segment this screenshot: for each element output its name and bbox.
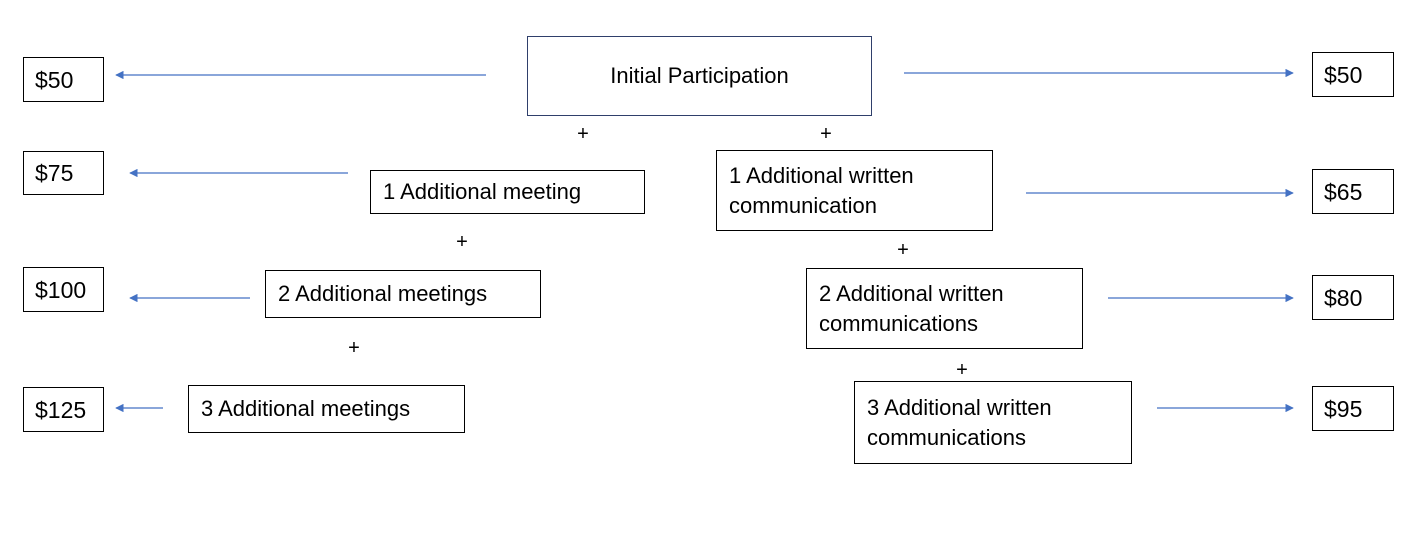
right-step-1-amount: $65 — [1324, 178, 1363, 205]
right-root-amount: $50 — [1324, 61, 1363, 88]
right-step-1-label: 1 Additional written communication — [729, 162, 914, 218]
right-step-2-amount-box: $80 — [1312, 275, 1394, 320]
left-step-1-amount-box: $75 — [23, 151, 104, 195]
plus-sign-left-3: + — [348, 337, 360, 359]
initial-participation-box: Initial Participation — [527, 36, 872, 116]
left-step-1-box: 1 Additional meeting — [370, 170, 645, 214]
left-step-2-label: 2 Additional meetings — [278, 281, 488, 306]
right-step-2-label: 2 Additional written communications — [819, 280, 1004, 336]
right-step-3-amount-box: $95 — [1312, 386, 1394, 431]
left-step-3-label: 3 Additional meetings — [201, 396, 411, 421]
plus-sign-right-3: + — [956, 359, 968, 381]
plus-sign-left-1: + — [577, 123, 589, 145]
left-step-2-amount: $100 — [35, 276, 87, 303]
right-step-2-amount: $80 — [1324, 284, 1363, 311]
right-step-3-label: 3 Additional written communications — [867, 394, 1052, 450]
right-step-3-amount: $95 — [1324, 395, 1363, 422]
plus-sign-right-2: + — [897, 239, 909, 261]
initial-participation-label: Initial Participation — [610, 63, 789, 88]
left-step-2-amount-box: $100 — [23, 267, 104, 312]
plus-sign-left-2: + — [456, 231, 468, 253]
right-step-2-box: 2 Additional written communications — [806, 268, 1083, 349]
left-step-2-box: 2 Additional meetings — [265, 270, 541, 318]
right-step-1-box: 1 Additional written communication — [716, 150, 993, 231]
left-step-1-label: 1 Additional meeting — [383, 179, 582, 204]
plus-sign-right-1: + — [820, 123, 832, 145]
left-step-1-amount: $75 — [35, 160, 74, 186]
right-root-amount-box: $50 — [1312, 52, 1394, 97]
left-root-amount-box: $50 — [23, 57, 104, 102]
right-step-1-amount-box: $65 — [1312, 169, 1394, 214]
left-root-amount: $50 — [35, 66, 74, 93]
left-step-3-amount-box: $125 — [23, 387, 104, 432]
left-step-3-box: 3 Additional meetings — [188, 385, 465, 433]
right-step-3-box: 3 Additional written communications — [854, 381, 1132, 464]
left-step-3-amount: $125 — [35, 396, 87, 423]
